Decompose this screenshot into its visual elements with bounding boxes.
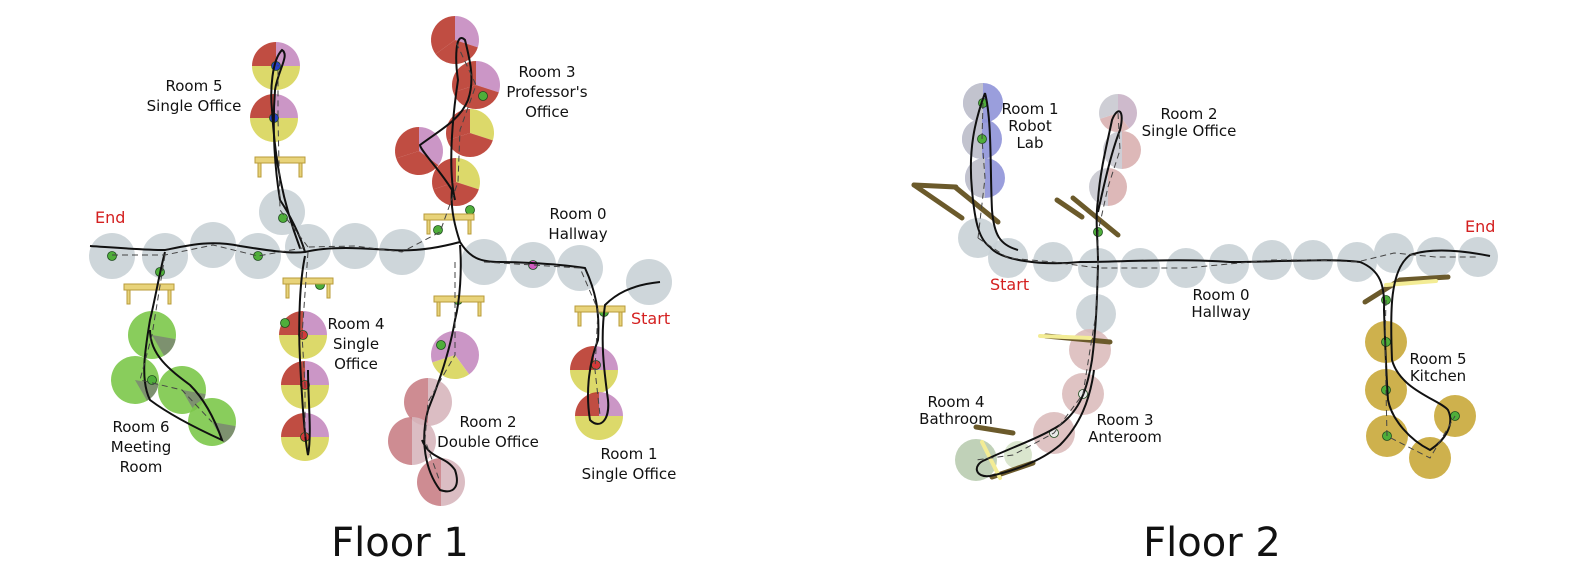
floor-1-planned-route [112,39,601,483]
room-2-node [388,417,436,465]
floor-2-planned-route [975,102,1478,461]
hallway-node [1416,237,1456,277]
floor-2-trajectory [969,92,1491,478]
room-3-node [395,127,443,175]
floor-1-end-marker: End [95,208,125,227]
room-4-node [279,311,327,359]
waypoint-dot [465,205,475,215]
room-3-node [452,61,500,109]
hallway-node [332,223,378,269]
waypoint-dot [278,213,288,223]
waypoint-dot [436,340,446,350]
floor-1-caption: Floor 1 [331,520,469,566]
room-5-node [252,42,300,90]
room-2-node [417,458,465,506]
room-3-node [432,158,480,207]
floor-1-start-marker: Start [631,309,670,328]
room-2-node [404,378,452,426]
hallway-node [626,259,672,305]
waypoint-dot [107,251,117,261]
waypoint-dot [591,360,601,370]
waypoint-dot [433,225,443,235]
waypoint-dot [147,375,157,385]
room-1-node [575,392,623,440]
waypoint-dot [253,251,263,261]
room-4-node [281,413,329,461]
waypoint-dot [478,91,488,101]
room-5-node [250,94,298,142]
room-4-node [281,361,329,409]
waypoint-dot [280,318,290,328]
floor-2-caption: Floor 2 [1143,520,1281,566]
floor-2-end-marker: End [1465,217,1495,236]
room-2-node [1099,94,1138,133]
floor-2-start-marker: Start [990,275,1029,294]
floor-1-trajectory [89,37,661,493]
hallway-node [1458,237,1498,277]
hallway-node [1209,244,1249,284]
room-3-node [431,16,480,64]
hallway-node [1120,248,1160,288]
